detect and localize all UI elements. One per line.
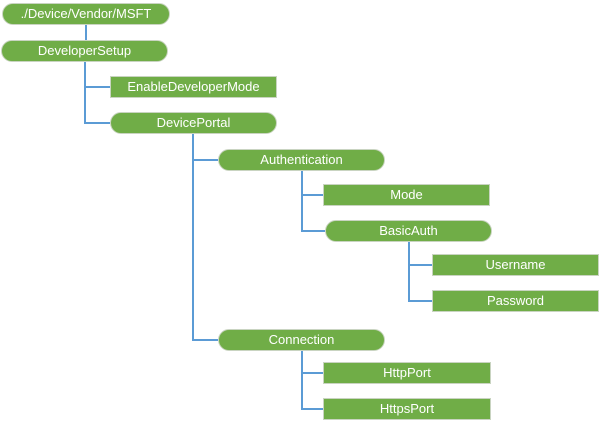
tree-node-username: Username — [432, 254, 599, 276]
connector-basicauth-trunk — [408, 242, 410, 302]
tree-node-root-path: ./Device/Vendor/MSFT — [2, 3, 170, 25]
connector-developersetup-trunk — [84, 62, 86, 124]
tree-node-enabledevelopermode: EnableDeveloperMode — [110, 76, 277, 98]
connector-branch-enabledevelopermode — [84, 86, 110, 88]
connector-branch-deviceportal — [84, 122, 110, 124]
connector-deviceportal-trunk — [192, 134, 194, 341]
tree-node-developersetup: DeveloperSetup — [1, 40, 168, 62]
connector-branch-username — [408, 264, 432, 266]
connector-branch-authentication — [192, 159, 218, 161]
tree-node-mode: Mode — [323, 184, 490, 206]
tree-node-deviceportal: DevicePortal — [110, 112, 277, 134]
tree-node-password: Password — [432, 290, 599, 312]
connector-branch-httpsport — [301, 408, 323, 410]
connector-branch-password — [408, 300, 432, 302]
tree-node-connection: Connection — [218, 329, 385, 351]
connector-branch-basicauth — [301, 230, 325, 232]
connector-root-developersetup — [85, 25, 87, 40]
connector-authentication-trunk — [301, 171, 303, 232]
tree-node-httpport: HttpPort — [323, 362, 491, 384]
connector-branch-httpport — [301, 372, 323, 374]
tree-node-authentication: Authentication — [218, 149, 385, 171]
connector-connection-trunk — [301, 351, 303, 410]
connector-branch-connection — [192, 339, 218, 341]
tree-node-basicauth: BasicAuth — [325, 220, 492, 242]
connector-branch-mode — [301, 194, 323, 196]
tree-node-httpsport: HttpsPort — [323, 398, 491, 420]
